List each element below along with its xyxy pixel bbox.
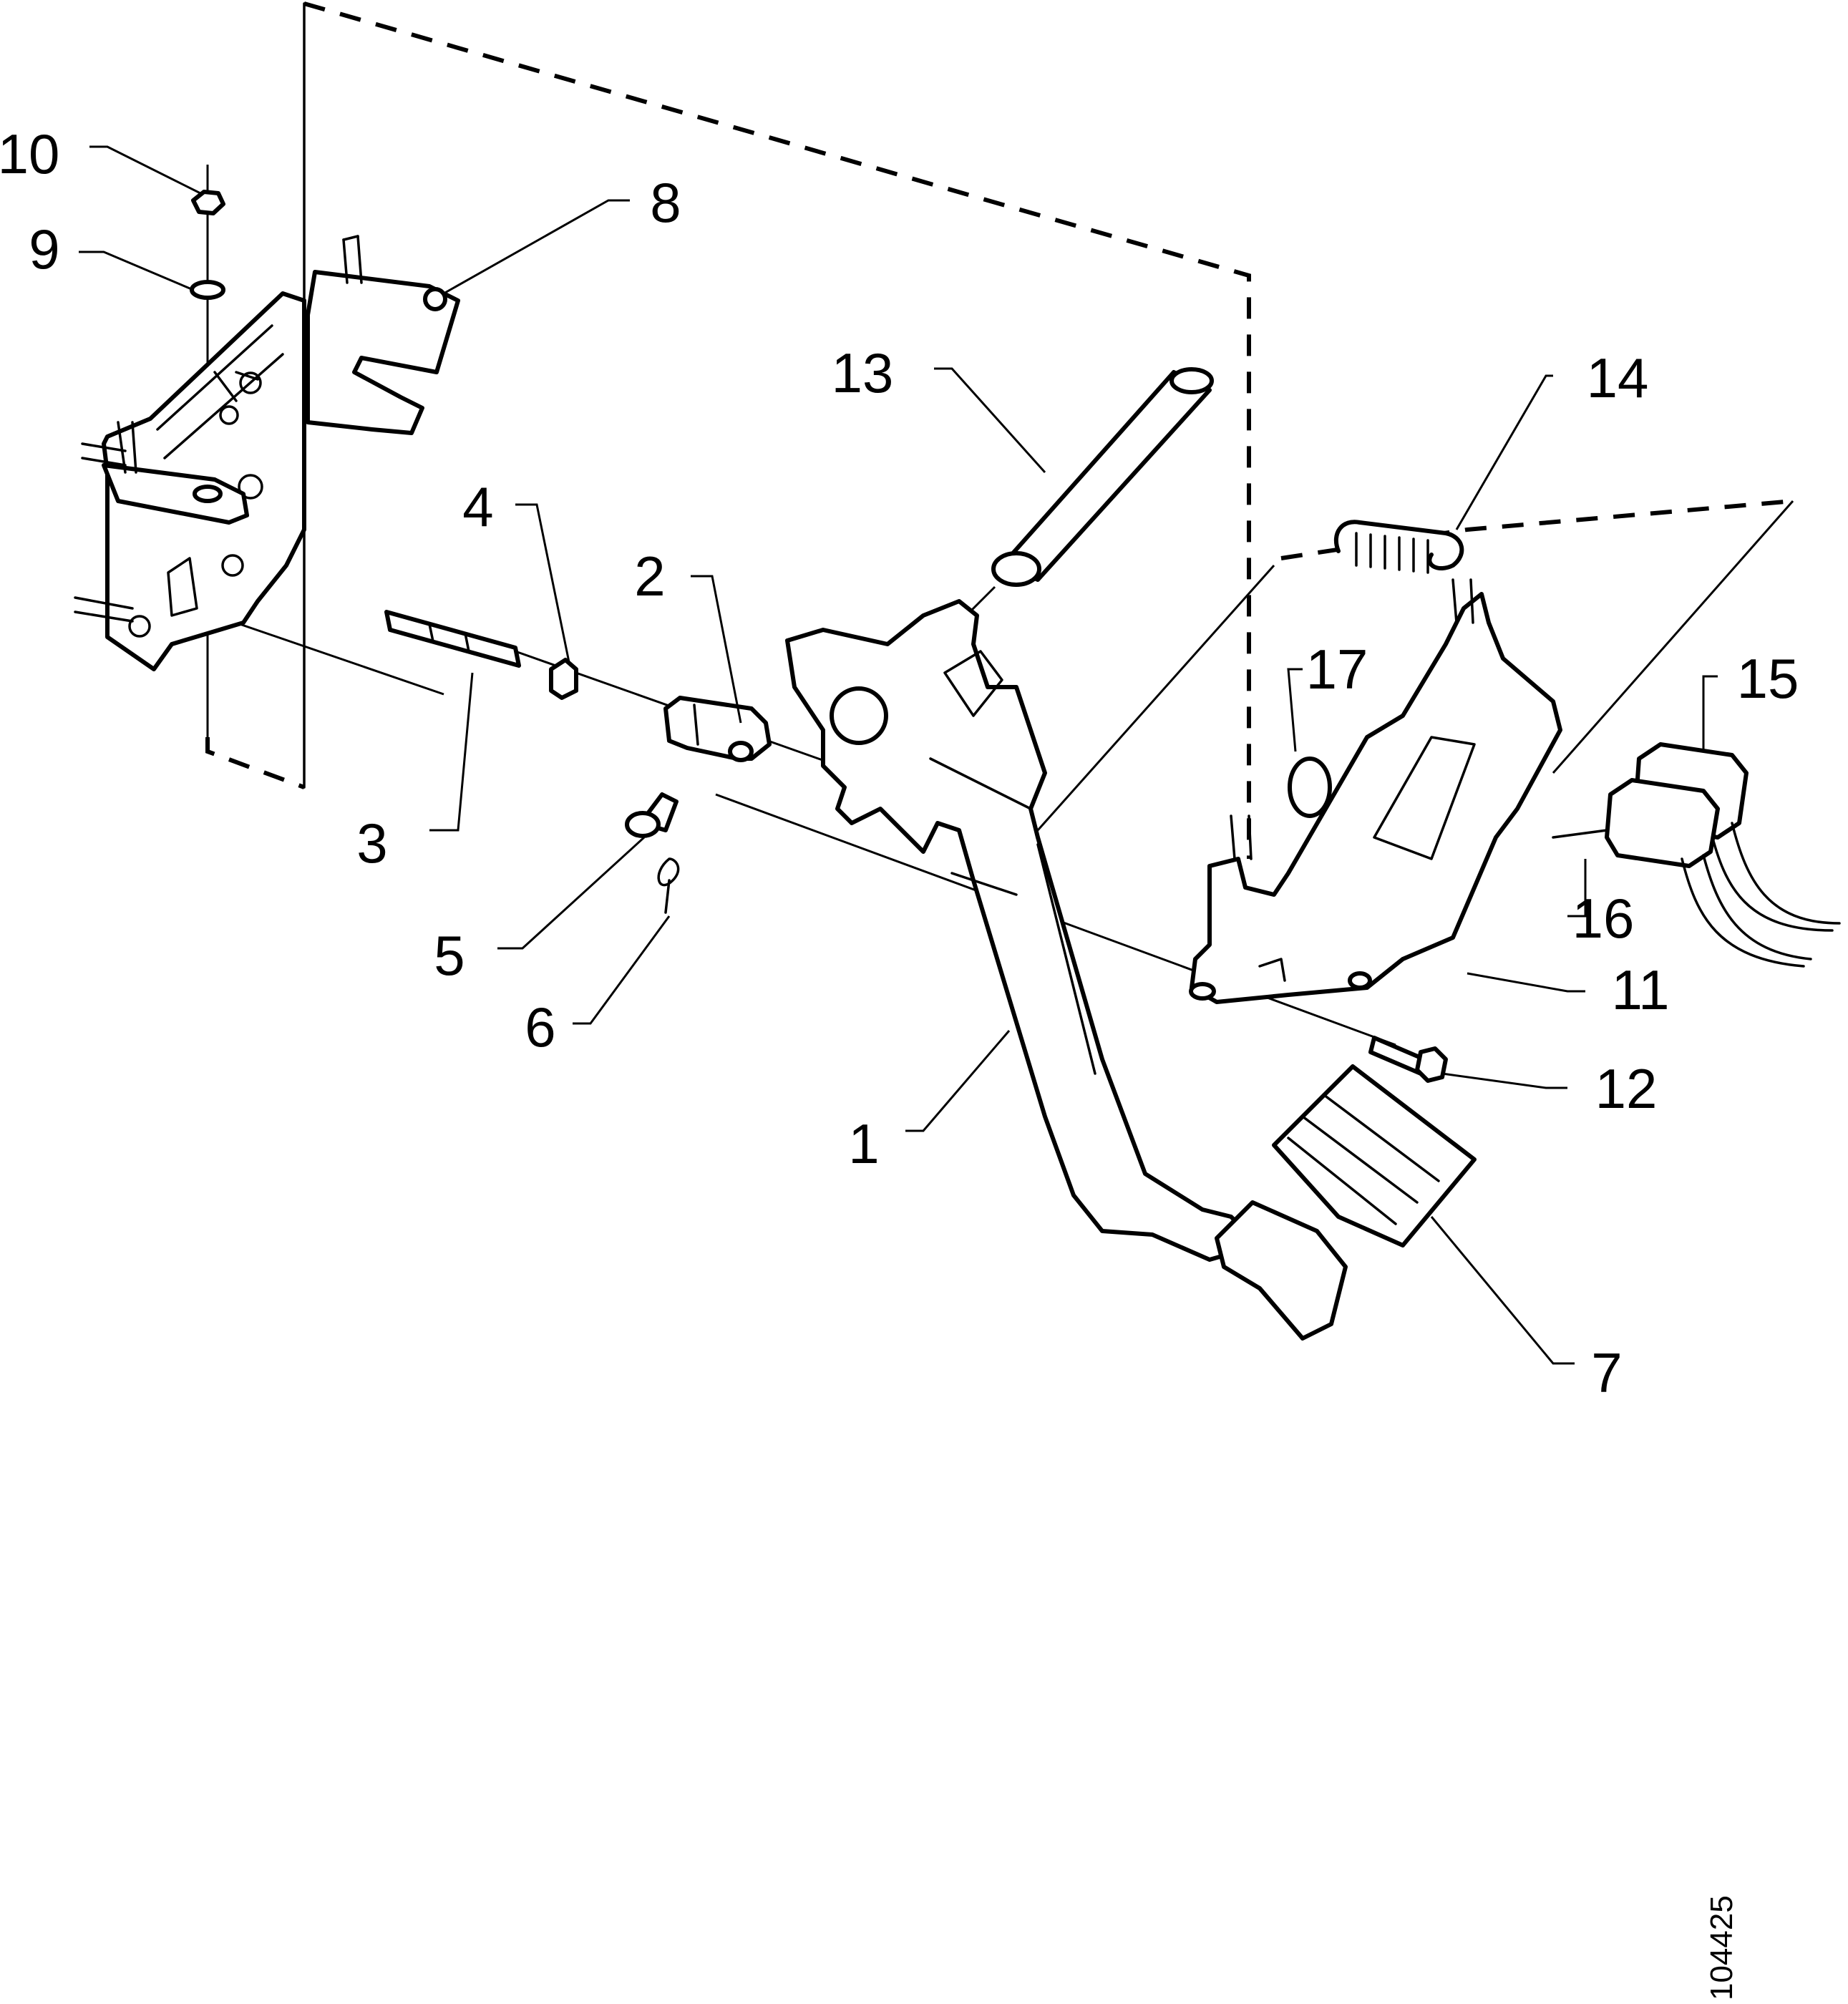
callout-label-4: 4 [462, 475, 493, 538]
drawing-reference-number: 104425 [1704, 1895, 1739, 2000]
callout-label-11: 11 [1612, 958, 1670, 1021]
pedal-box-bracket [74, 291, 306, 671]
return-spring [1333, 520, 1464, 574]
callout-leaders [79, 145, 1718, 1365]
washer [190, 280, 225, 300]
bolt [1368, 1036, 1448, 1083]
callout-label-15: 15 [1737, 647, 1799, 710]
lock-nut [549, 658, 578, 700]
mounting-bracket [1189, 578, 1562, 1004]
clevis [663, 696, 772, 762]
callout-labels: 10 9 8 13 14 4 2 17 15 3 16 5 11 6 12 1 … [0, 122, 1799, 1404]
nut [191, 190, 225, 215]
callout-label-3: 3 [356, 812, 387, 875]
callout-label-5: 5 [434, 924, 465, 987]
callout-label-10: 10 [0, 122, 59, 185]
callout-label-13: 13 [832, 341, 894, 404]
callout-label-12: 12 [1595, 1057, 1658, 1120]
retaining-clip [657, 857, 680, 914]
pushrod [384, 610, 521, 668]
clevis-pin [625, 792, 679, 838]
pedal-arm [785, 599, 1262, 1262]
reinforcement-plate [306, 235, 460, 435]
pedal-pad [1215, 1064, 1477, 1341]
callout-label-9: 9 [29, 218, 59, 281]
callout-label-14: 14 [1587, 346, 1649, 409]
callout-label-17: 17 [1306, 638, 1368, 701]
pivot-shaft [991, 367, 1214, 587]
blanking-plug [1288, 757, 1332, 818]
callout-label-6: 6 [525, 996, 555, 1059]
callout-label-1: 1 [848, 1112, 879, 1175]
callout-label-7: 7 [1591, 1341, 1622, 1404]
callout-label-8: 8 [650, 171, 681, 234]
callout-label-16: 16 [1572, 887, 1635, 950]
cruise-control-switch [1552, 778, 1812, 968]
callout-label-2: 2 [634, 545, 665, 608]
